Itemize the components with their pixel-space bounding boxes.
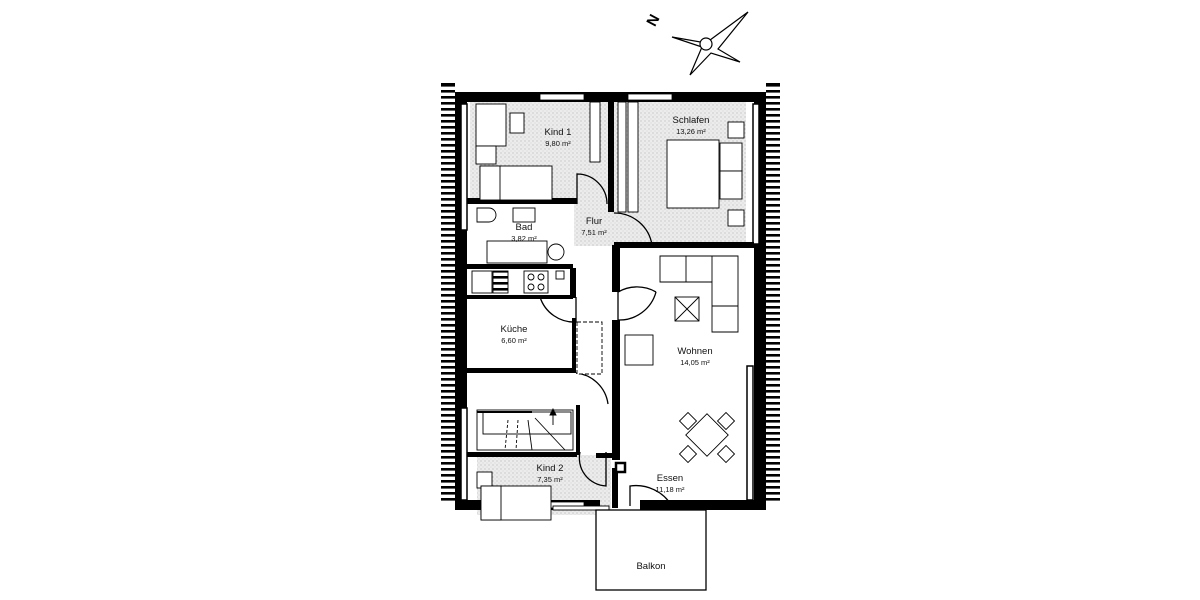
staircase [476,407,574,451]
roof-edge-left [441,83,455,503]
kueche-fixtures [471,270,603,375]
essen-dining-set [678,411,736,464]
wohnen-furniture [624,255,739,366]
schlafen-furniture [617,101,745,227]
kind2-furniture [476,471,610,521]
pillar [614,461,627,474]
roof-edge-right [766,83,780,503]
compass-star-icon [671,11,749,76]
interior-walls [467,102,754,508]
balkon-outline [595,509,707,591]
knee-walls [460,103,760,501]
kind1-furniture [475,101,601,201]
bad-fixtures [476,207,565,264]
room-label-balkon: Balkon [636,561,666,572]
